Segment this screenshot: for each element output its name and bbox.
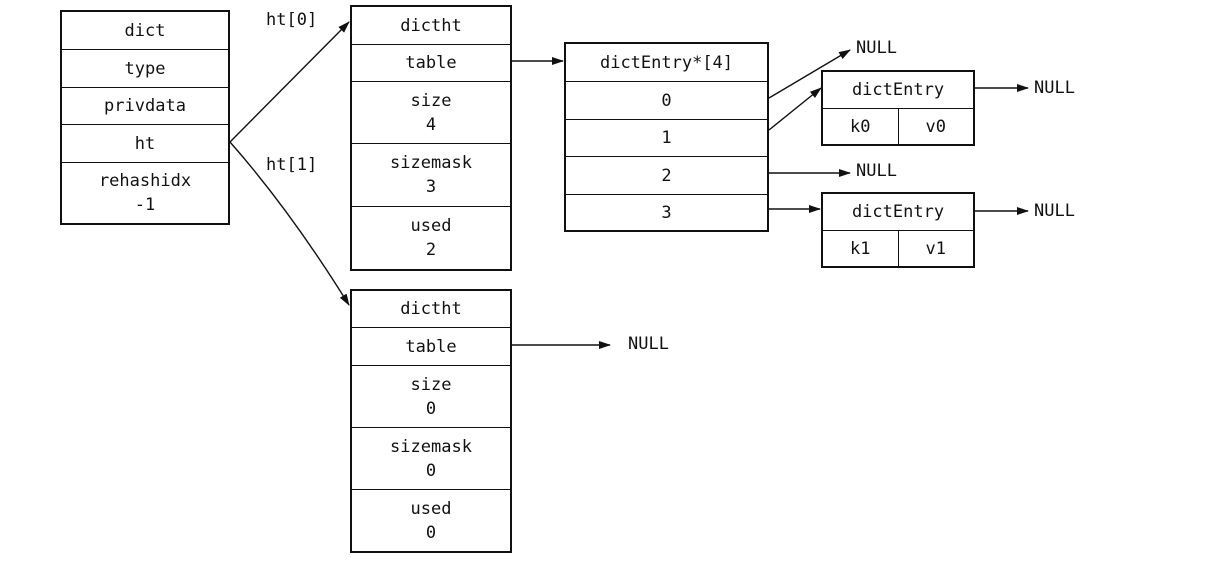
ht1-title: dictht <box>352 291 510 328</box>
dict-field-privdata: privdata <box>62 88 228 125</box>
array-slot-0: 0 <box>566 82 767 120</box>
ht1-table: table <box>352 328 510 366</box>
ht1-sizemask: sizemask 0 <box>352 428 510 490</box>
ht0-dictht: dictht table size 4 sizemask 3 used 2 <box>350 5 512 271</box>
null-ht1-table: NULL <box>628 334 669 354</box>
ht0-title: dictht <box>352 7 510 45</box>
arrow-ht-to-ht0 <box>229 21 350 143</box>
dict-field-ht: ht <box>62 125 228 163</box>
dictentry-k0: dictEntry k0 v0 <box>821 70 975 146</box>
ht1-used: used 0 <box>410 498 452 543</box>
ht1-label: ht[1] <box>266 155 318 175</box>
array-slot-2: 2 <box>566 157 767 195</box>
arrow-slot0-to-null <box>768 49 851 99</box>
ht0-sizemask: sizemask 3 <box>352 144 510 207</box>
dict-field-dict: dict <box>62 12 228 50</box>
entry0-key: k0 <box>850 116 871 137</box>
entry1-value: v1 <box>897 231 974 266</box>
null-slot2: NULL <box>856 161 897 181</box>
entry0-kv: k0 v0 <box>823 109 973 144</box>
arrow-slot1-to-entry0 <box>768 87 822 131</box>
array-slot-1: 1 <box>566 120 767 157</box>
null-entry0-next: NULL <box>1034 78 1075 98</box>
null-entry1-next: NULL <box>1034 201 1075 221</box>
ht0-used: used 2 <box>410 216 452 260</box>
dictentry-k1: dictEntry k1 v1 <box>821 192 975 268</box>
null-slot0: NULL <box>856 38 897 58</box>
entry1-kv: k1 v1 <box>823 231 973 266</box>
ht1-dictht: dictht table size 0 sizemask 0 used 0 <box>350 289 512 553</box>
ht0-size: size 4 <box>352 82 510 144</box>
entry0-title: dictEntry <box>823 72 973 109</box>
arrow-ht-to-ht1 <box>229 141 350 306</box>
entry1-title: dictEntry <box>823 194 973 231</box>
array-title: dictEntry*[4] <box>566 44 767 82</box>
dictentry-array: dictEntry*[4] 0 1 2 3 <box>564 42 769 232</box>
entry1-key: k1 <box>850 238 871 259</box>
entry0-value: v0 <box>897 109 974 144</box>
dict-field-type: type <box>62 50 228 88</box>
ht0-table: table <box>352 45 510 82</box>
dict-struct: dict type privdata ht rehashidx -1 <box>60 10 230 225</box>
dict-field-rehashidx: rehashidx -1 <box>98 171 192 215</box>
array-slot-3: 3 <box>661 202 672 223</box>
ht1-size: size 0 <box>352 366 510 428</box>
ht0-label: ht[0] <box>266 10 318 30</box>
